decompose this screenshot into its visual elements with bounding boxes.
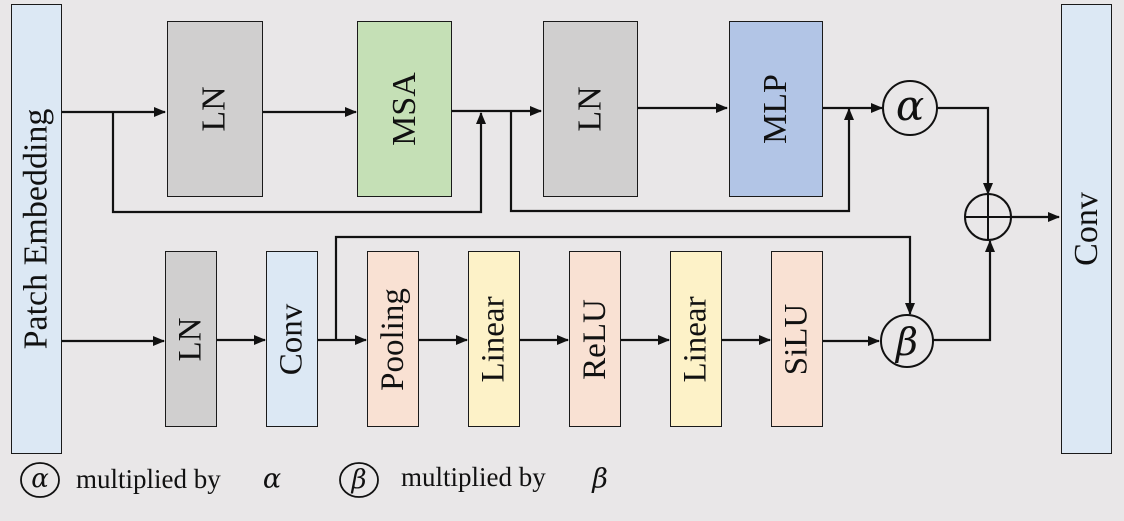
msa-block: MSA — [357, 21, 452, 197]
legend-beta-icon: β — [351, 465, 367, 495]
legend-beta-variable: β — [592, 463, 608, 495]
legend-alpha-text: multiplied by — [76, 464, 221, 494]
msa-label: MSA — [385, 72, 423, 146]
alpha-multiply-operator: α — [895, 81, 925, 130]
beta-multiply-operator: β — [896, 320, 918, 364]
ln-label-bottom: LN — [172, 317, 209, 361]
conv-label-bottom: Conv — [273, 303, 310, 375]
linear-block-2: Linear — [670, 251, 722, 427]
legend-alpha-variable: α — [262, 463, 282, 495]
pooling-label: Pooling — [374, 287, 411, 391]
legend-alpha-icon: α — [31, 464, 49, 494]
pooling-block: Pooling — [367, 251, 419, 427]
linear-label-2: Linear — [677, 295, 714, 383]
ln-block-top-1: LN — [167, 21, 263, 197]
output-conv-block: Conv — [1061, 4, 1112, 454]
legend-beta-text: multiplied by — [401, 462, 546, 492]
mlp-label: MLP — [756, 74, 794, 144]
relu-block: ReLU — [569, 251, 621, 427]
output-conv-label: Conv — [1067, 192, 1105, 266]
ln-label-top-1: LN — [195, 86, 233, 132]
silu-block: SiLU — [771, 251, 823, 427]
silu-label: SiLU — [778, 303, 815, 375]
patch-embedding-block: Patch Embedding — [11, 4, 62, 454]
conv-block-bottom: Conv — [266, 251, 318, 427]
linear-block-1: Linear — [468, 251, 520, 427]
relu-label: ReLU — [576, 298, 613, 380]
ln-block-top-2: LN — [543, 21, 638, 197]
mlp-block: MLP — [729, 21, 823, 197]
ln-label-top-2: LN — [571, 86, 609, 132]
linear-label-1: Linear — [475, 295, 512, 383]
ln-block-bottom: LN — [165, 251, 217, 427]
patch-embedding-label: Patch Embedding — [17, 108, 55, 350]
